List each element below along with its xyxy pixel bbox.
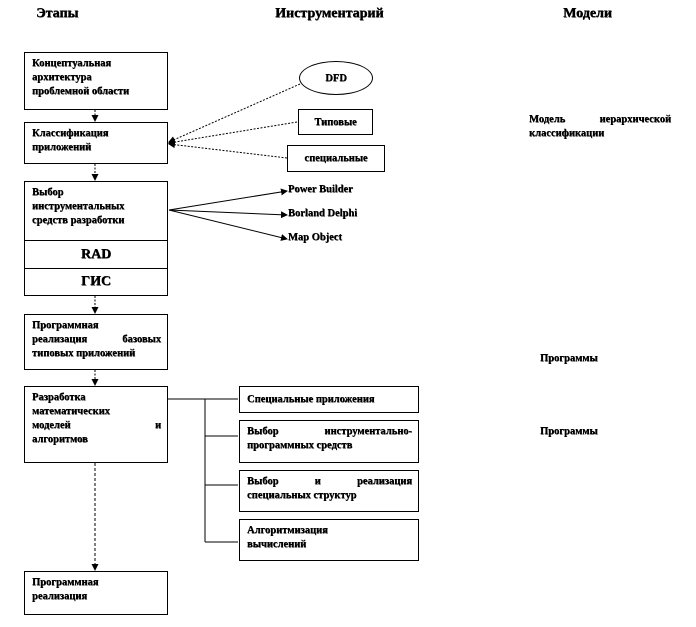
arrow-toolchoice-to-powerbuilder [168,188,288,211]
tool-dfd-ellipse: DFD [299,61,373,95]
stage-math-development: Разработка математических моделей и алго… [24,386,168,463]
stage-gis: ГИС [24,268,168,296]
stage-mathdev-line-4: алгоритмов [32,434,88,445]
sub-struct-line-1: Выбор и реализация [247,476,412,487]
tool-map-object: Map Object [288,232,342,243]
tool-borland-delphi: Borland Delphi [288,208,358,219]
header-models: Модели [563,6,612,21]
arrow-dfd-to-classification [168,83,301,143]
model-hier-line-1: Модель иерархической [529,114,671,125]
sub-tool-program-choice: Выбор инструментально- программных средс… [239,420,419,463]
stage-baseimpl-line-1: Программная [32,320,99,331]
header-stages: Этапы [36,6,79,21]
stage-final-implementation: Программная реализация [24,571,168,615]
arrow-special-to-classification [168,141,288,159]
arrow-toolchoice-to-delphi [168,209,288,219]
stage-toolchoice-line-1: Выбор [32,187,64,198]
stage-mathdev-line-2: математических [32,406,110,417]
stage-conceptual-line-3: проблемной области [32,86,130,97]
arrow-typical-to-classification [168,121,298,146]
sub-special-apps-text: Специальные приложения [247,394,375,405]
stage-baseimpl-line-2: реализация базовых [32,334,161,345]
stage-mathdev-line-3: моделей и [32,420,161,431]
tool-special-box: специальные [287,145,385,172]
model-hierarchical: Модель иерархической классификации [529,113,671,141]
stage-finalimpl-line-2: реализация [32,591,88,602]
sub-struct-line-2: специальных структур [247,490,357,501]
tool-typical-box: Типовые [298,109,373,135]
header-tools: Инструментарий [275,6,384,21]
model-programs-2: Программы [540,426,598,437]
stage-baseimpl-line-3: типовых приложений [32,348,136,359]
stage-toolchoice-line-2: инструментальных [32,201,125,212]
stage-toolchoice-line-3: средств разработки [32,215,125,226]
stage-finalimpl-line-1: Программная [32,577,99,588]
tool-power-builder: Power Builder [288,184,353,195]
stage-classification: Классификация приложений [24,122,168,164]
stage-conceptual-architecture: Концептуальная архитектура проблемной об… [24,52,168,110]
stage-rad: RAD [24,240,168,269]
model-programs-1: Программы [540,353,598,364]
stage-classification-line-1: Классификация [32,128,109,139]
stage-mathdev-line-1: Разработка [32,392,86,403]
sub-algorithmization: Алгоритмизация вычислений [239,519,419,561]
sub-algo-line-2: вычислений [247,539,307,550]
model-hier-line-2: классификации [529,128,605,139]
stage-tool-choice: Выбор инструментальных средств разработк… [24,181,168,241]
arrow-toolchoice-to-mapobject [168,209,288,241]
sub-toolprog-line-2: программных средств [247,440,353,451]
stage-base-implementation: Программная реализация базовых типовых п… [24,314,168,370]
sub-special-apps: Специальные приложения [239,386,419,413]
stage-classification-line-2: приложений [32,142,92,153]
sub-algo-line-1: Алгоритмизация [247,525,328,536]
stage-conceptual-line-2: архитектура [32,72,92,83]
stage-conceptual-line-1: Концептуальная [32,58,112,69]
sub-toolprog-line-1: Выбор инструментально- [247,426,412,437]
sub-struct-choice: Выбор и реализация специальных структур [239,470,419,512]
